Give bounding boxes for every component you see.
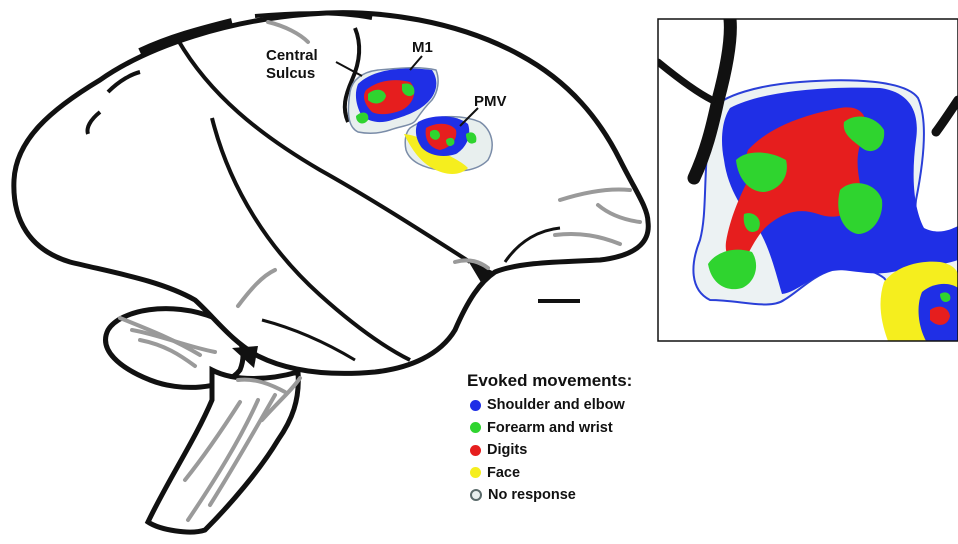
forearm-wrist-swatch xyxy=(470,422,481,433)
legend-item-forearm-wrist: Forearm and wrist xyxy=(467,417,727,440)
digits-swatch xyxy=(470,445,481,456)
face-swatch xyxy=(470,467,481,478)
legend-label: Face xyxy=(487,465,520,481)
legend-item-face: Face xyxy=(467,462,727,485)
shoulder-elbow-swatch xyxy=(470,400,481,411)
m1-label: M1 xyxy=(412,39,433,56)
central-sulcus-label-line2: Sulcus xyxy=(266,65,315,82)
central-sulcus-label-line1: Central xyxy=(266,47,318,64)
legend-label: No response xyxy=(488,487,576,503)
zoom-inset xyxy=(658,19,958,341)
legend-label: Shoulder and elbow xyxy=(487,397,625,413)
legend-label: Digits xyxy=(487,442,527,458)
legend-title: Evoked movements: xyxy=(467,371,727,391)
pmv-label: PMV xyxy=(474,93,507,110)
brain-outline xyxy=(14,13,648,374)
legend: Evoked movements: Shoulder and elbow For… xyxy=(467,371,727,507)
no-response-swatch xyxy=(470,489,482,501)
legend-item-shoulder-elbow: Shoulder and elbow xyxy=(467,394,727,417)
legend-item-no-response: No response xyxy=(467,484,727,507)
scale-bar xyxy=(538,299,580,303)
legend-item-digits: Digits xyxy=(467,439,727,462)
legend-label: Forearm and wrist xyxy=(487,420,613,436)
